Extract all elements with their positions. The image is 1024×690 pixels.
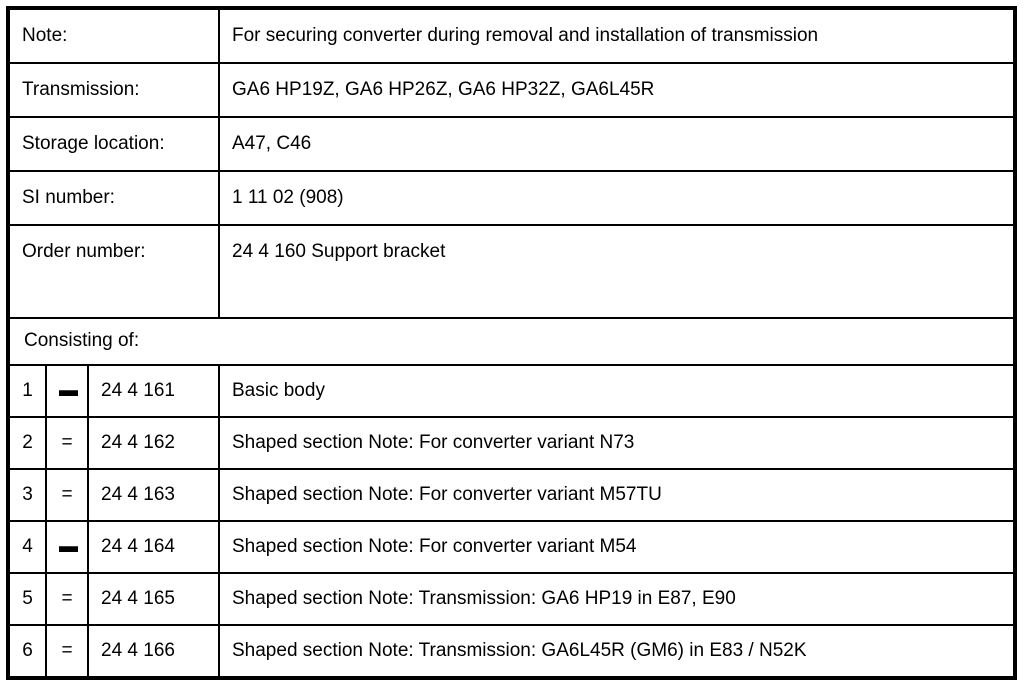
equals-symbol: =	[45, 624, 89, 679]
section-header-label: Consisting of:	[7, 317, 1016, 366]
item-number: 2	[7, 416, 47, 470]
note-label: Note:	[7, 7, 220, 64]
item-row-1: 1 ▬ 24 4 161 Basic body	[7, 364, 1016, 418]
item-row-4: 4 ▬ 24 4 164 Shaped section Note: For co…	[7, 520, 1016, 574]
item-row-5: 5 = 24 4 165 Shaped section Note: Transm…	[7, 572, 1016, 626]
item-row-6: 6 = 24 4 166 Shaped section Note: Transm…	[7, 624, 1016, 679]
item-order-number: 24 4 165	[87, 572, 220, 626]
equals-symbol: ▬	[45, 364, 89, 418]
item-order-number: 24 4 166	[87, 624, 220, 679]
item-row-2: 2 = 24 4 162 Shaped section Note: For co…	[7, 416, 1016, 470]
info-row-si-number: SI number: 1 11 02 (908)	[7, 170, 1016, 226]
item-description: Shaped section Note: Transmission: GA6L4…	[218, 624, 1016, 679]
equals-symbol: =	[45, 468, 89, 522]
item-number: 3	[7, 468, 47, 522]
si-number-label: SI number:	[7, 170, 220, 226]
info-row-order-number: Order number: 24 4 160 Support bracket	[7, 224, 1016, 319]
support-bracket-info-table: Note: For securing converter during remo…	[6, 6, 1017, 680]
item-number: 5	[7, 572, 47, 626]
equals-symbol: ▬	[45, 520, 89, 574]
order-number-label: Order number:	[7, 224, 220, 319]
item-number: 6	[7, 624, 47, 679]
info-row-storage-location: Storage location: A47, C46	[7, 116, 1016, 172]
equals-symbol: =	[45, 572, 89, 626]
storage-location-label: Storage location:	[7, 116, 220, 172]
item-row-3: 3 = 24 4 163 Shaped section Note: For co…	[7, 468, 1016, 522]
item-number: 4	[7, 520, 47, 574]
item-description: Shaped section Note: Transmission: GA6 H…	[218, 572, 1016, 626]
note-value: For securing converter during removal an…	[218, 7, 1016, 64]
item-order-number: 24 4 161	[87, 364, 220, 418]
info-row-transmission: Transmission: GA6 HP19Z, GA6 HP26Z, GA6 …	[7, 62, 1016, 118]
transmission-label: Transmission:	[7, 62, 220, 118]
transmission-value: GA6 HP19Z, GA6 HP26Z, GA6 HP32Z, GA6L45R	[218, 62, 1016, 118]
item-order-number: 24 4 162	[87, 416, 220, 470]
item-order-number: 24 4 163	[87, 468, 220, 522]
item-number: 1	[7, 364, 47, 418]
item-order-number: 24 4 164	[87, 520, 220, 574]
equals-symbol: =	[45, 416, 89, 470]
section-header-row: Consisting of:	[7, 317, 1016, 366]
item-description: Shaped section Note: For converter varia…	[218, 416, 1016, 470]
storage-location-value: A47, C46	[218, 116, 1016, 172]
order-number-value: 24 4 160 Support bracket	[218, 224, 1016, 319]
info-row-note: Note: For securing converter during remo…	[7, 7, 1016, 64]
item-description: Shaped section Note: For converter varia…	[218, 520, 1016, 574]
item-description: Basic body	[218, 364, 1016, 418]
si-number-value: 1 11 02 (908)	[218, 170, 1016, 226]
item-description: Shaped section Note: For converter varia…	[218, 468, 1016, 522]
